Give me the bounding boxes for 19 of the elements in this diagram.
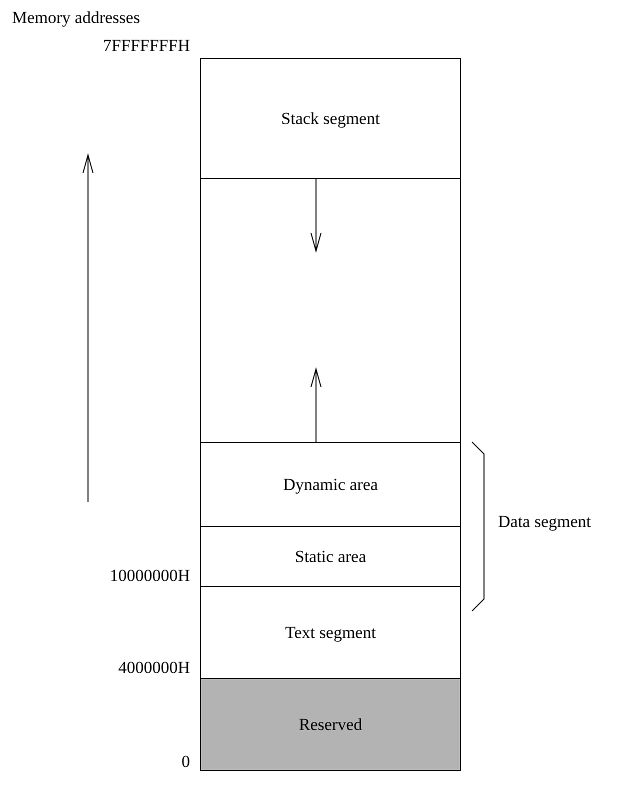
segment-label: Text segment (285, 622, 376, 642)
memory-area-box (200, 526, 461, 587)
arrow (310, 367, 322, 442)
axis-title: Memory addresses (12, 8, 140, 28)
free-space-box (200, 178, 461, 443)
segment-label: Dynamic area (283, 474, 378, 494)
address-label: 7FFFFFFFH (103, 36, 190, 56)
memory-area-box (200, 442, 461, 527)
arrow (310, 178, 322, 253)
segment-label: Stack segment (281, 108, 380, 128)
memory-segment-box (200, 58, 461, 179)
address-label: 0 (182, 752, 190, 772)
segment-label: Static area (294, 546, 366, 566)
segment-label: Reserved (298, 714, 362, 734)
reserved-segment-box (200, 678, 461, 771)
bracket-label: Data segment (498, 512, 591, 532)
memory-segment-box (200, 586, 461, 679)
address-label: 4000000H (118, 658, 190, 678)
address-label: 10000000H (110, 566, 190, 586)
